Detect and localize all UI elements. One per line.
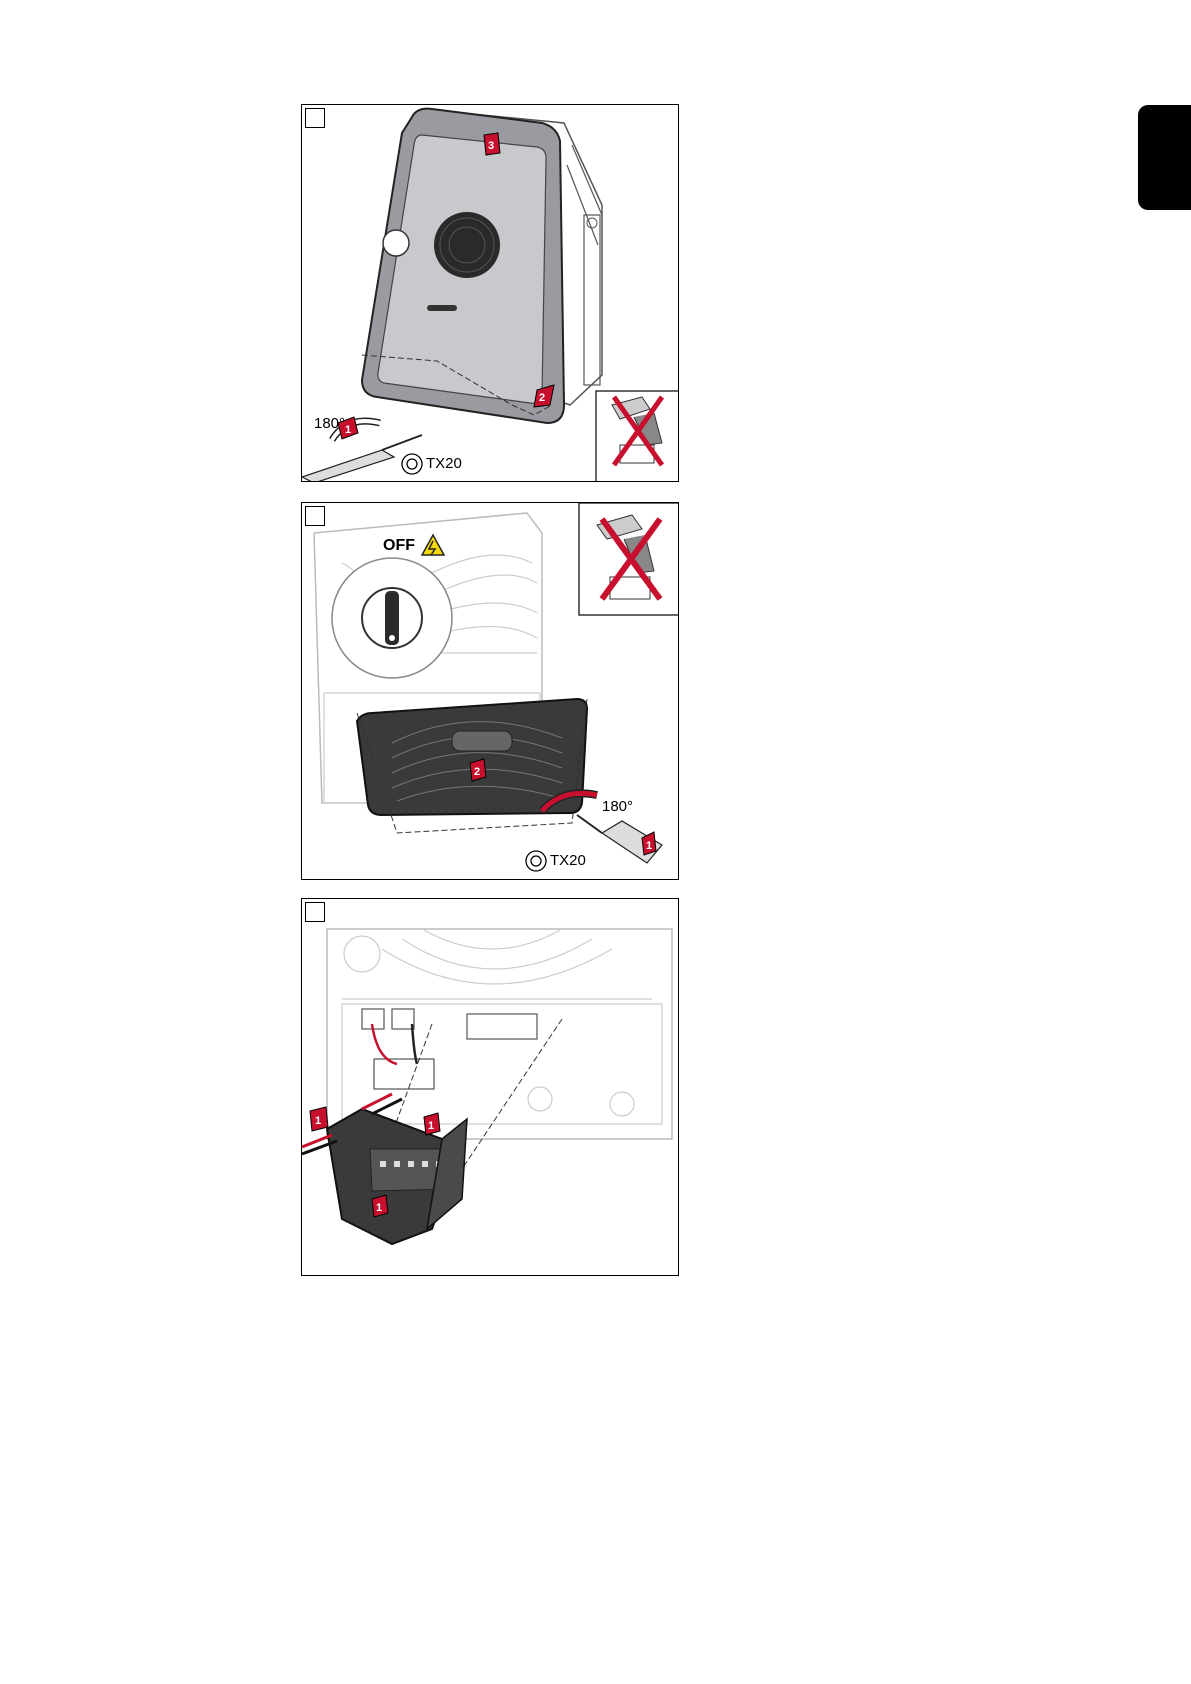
svg-text:1: 1 bbox=[646, 840, 652, 852]
svg-text:2: 2 bbox=[539, 392, 545, 404]
svg-text:1: 1 bbox=[428, 1120, 434, 1132]
svg-text:1: 1 bbox=[345, 424, 351, 436]
step-checkbox bbox=[305, 506, 325, 526]
torx-icon bbox=[524, 849, 548, 873]
svg-text:1: 1 bbox=[376, 1202, 382, 1214]
terminal-cover-illustration: 1 1 1 bbox=[302, 899, 679, 1276]
svg-text:3: 3 bbox=[488, 140, 494, 152]
step-figure-3: 1 1 1 bbox=[301, 898, 679, 1276]
tool-label: TX20 bbox=[550, 852, 586, 869]
chapter-tab bbox=[1138, 105, 1191, 210]
rotation-label: 180° bbox=[602, 798, 633, 815]
tool-label: TX20 bbox=[426, 455, 462, 472]
inverter-cover-illustration: 1 2 3 bbox=[302, 105, 679, 482]
svg-text:2: 2 bbox=[474, 766, 480, 778]
torx-icon bbox=[400, 452, 424, 476]
step-figure-1: 1 2 3 180° TX20 bbox=[301, 104, 679, 482]
svg-text:1: 1 bbox=[315, 1115, 321, 1127]
inverter-open-illustration: 12 bbox=[302, 503, 679, 880]
switch-off-label: OFF bbox=[383, 537, 415, 555]
step-checkbox bbox=[305, 108, 325, 128]
step-checkbox bbox=[305, 902, 325, 922]
rotation-label: 180° bbox=[314, 415, 345, 432]
